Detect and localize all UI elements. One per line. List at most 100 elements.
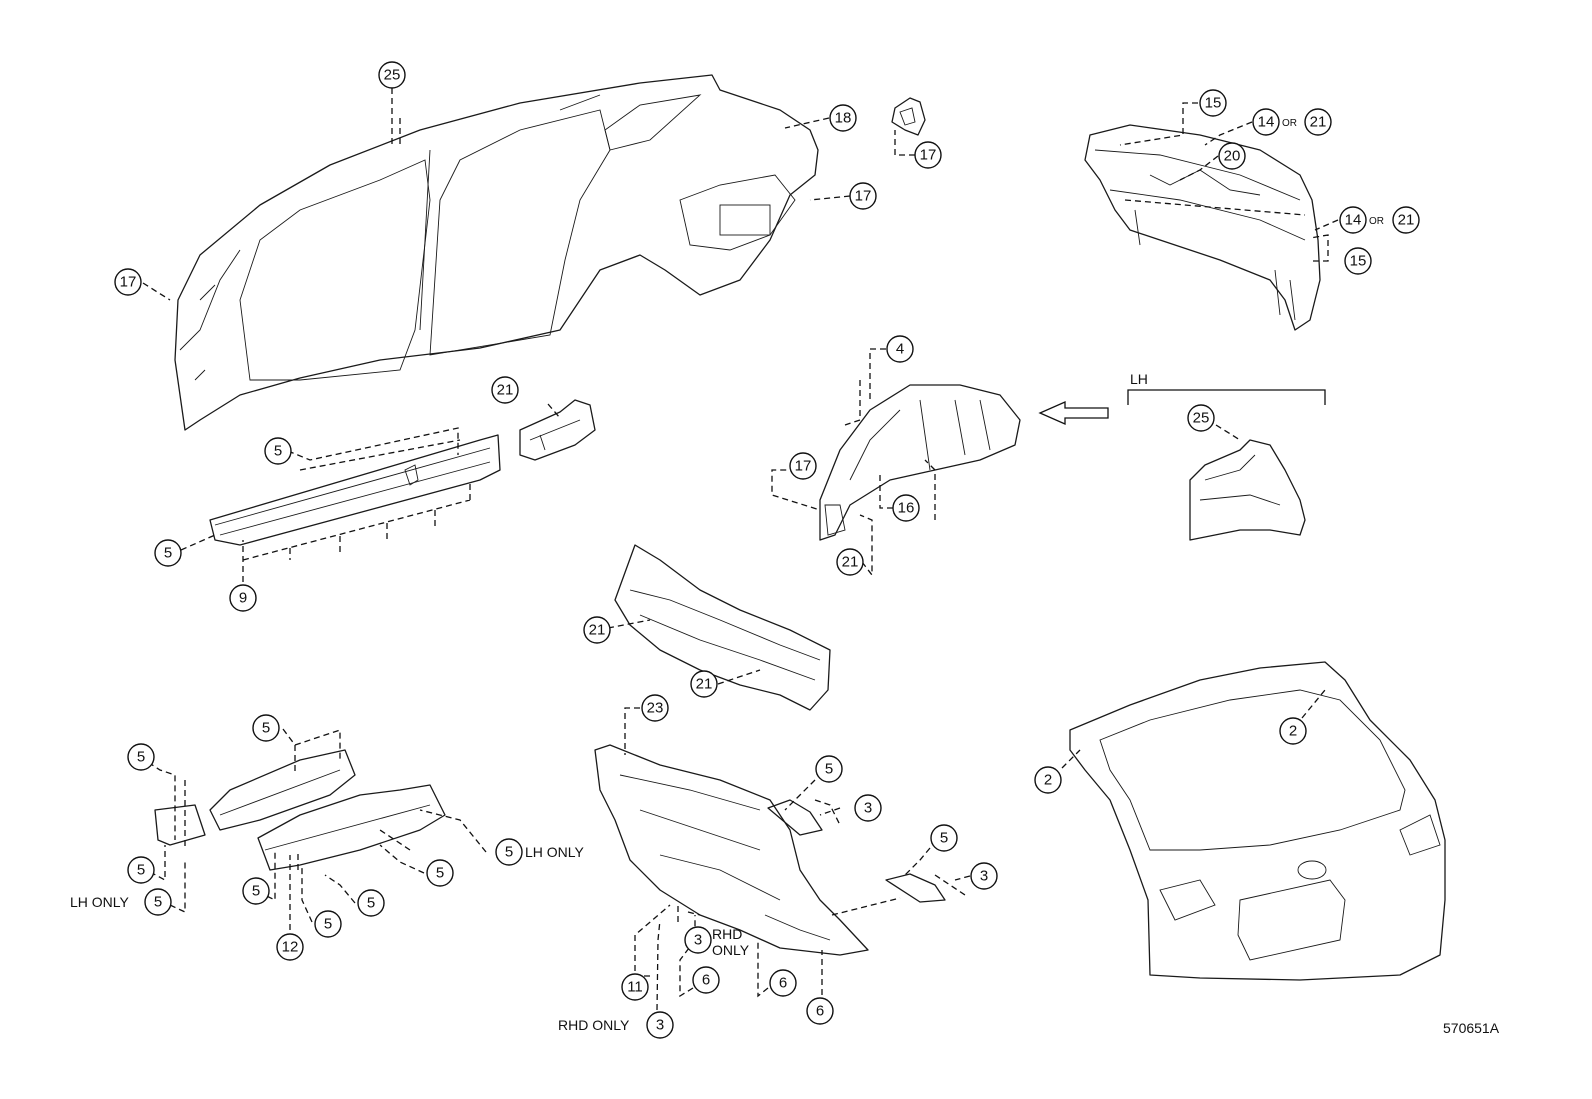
callout-5-left-mid: 5 bbox=[127, 856, 155, 884]
svg-text:14: 14 bbox=[1345, 212, 1362, 229]
callout-16: 16 bbox=[892, 494, 920, 522]
callout-6-right: 6 bbox=[806, 997, 834, 1025]
svg-text:5: 5 bbox=[436, 865, 444, 882]
callout-17-quarter: 17 bbox=[849, 182, 877, 210]
callout-17-front: 17 bbox=[114, 268, 142, 296]
svg-text:20: 20 bbox=[1224, 148, 1241, 165]
callout-14-top: 14 bbox=[1252, 108, 1280, 136]
callout-6-left: 6 bbox=[692, 966, 720, 994]
svg-text:15: 15 bbox=[1205, 95, 1222, 112]
callout-5-member-top: 5 bbox=[252, 714, 280, 742]
callout-15-top: 15 bbox=[1199, 89, 1227, 117]
rhd-only-note-bottom: RHD ONLY bbox=[558, 1017, 630, 1033]
svg-text:3: 3 bbox=[980, 868, 988, 885]
callout-17-bracket: 17 bbox=[914, 141, 942, 169]
callout-21-wheelhouse: 21 bbox=[836, 548, 864, 576]
callout-5-member-lower-right: 5 bbox=[357, 889, 385, 917]
svg-text:21: 21 bbox=[497, 382, 514, 399]
lh-inset-drawing bbox=[1189, 439, 1306, 541]
svg-text:2: 2 bbox=[1044, 772, 1052, 789]
callout-12: 12 bbox=[276, 933, 304, 961]
side-panel-drawing bbox=[174, 74, 819, 431]
svg-text:21: 21 bbox=[842, 554, 859, 571]
svg-text:6: 6 bbox=[702, 972, 710, 989]
callout-5-lh-only-right: 5 bbox=[495, 838, 523, 866]
svg-text:17: 17 bbox=[120, 274, 137, 291]
svg-text:5: 5 bbox=[940, 830, 948, 847]
lh-view-bracket bbox=[1127, 389, 1326, 405]
callout-5-member-lower-left: 5 bbox=[242, 877, 270, 905]
svg-text:4: 4 bbox=[896, 341, 904, 358]
svg-text:3: 3 bbox=[656, 1017, 664, 1034]
callout-21-top: 21 bbox=[1304, 108, 1332, 136]
callout-9: 9 bbox=[229, 584, 257, 612]
svg-text:3: 3 bbox=[694, 932, 702, 949]
cowl-panel-drawing bbox=[614, 544, 831, 711]
svg-text:21: 21 bbox=[696, 676, 713, 693]
svg-text:5: 5 bbox=[505, 844, 513, 861]
svg-text:5: 5 bbox=[137, 862, 145, 879]
callout-21-right: 21 bbox=[1392, 206, 1420, 234]
lh-only-note-left: LH ONLY bbox=[70, 894, 130, 910]
svg-text:25: 25 bbox=[1193, 410, 1210, 427]
svg-text:17: 17 bbox=[920, 147, 937, 164]
small-bracket-drawing bbox=[891, 97, 926, 136]
callout-20: 20 bbox=[1218, 142, 1246, 170]
wheel-house-drawing bbox=[819, 384, 1021, 541]
callout-5-gusset-top: 5 bbox=[815, 755, 843, 783]
svg-text:5: 5 bbox=[825, 761, 833, 778]
svg-text:12: 12 bbox=[282, 939, 299, 956]
back-panel-drawing bbox=[1084, 124, 1321, 331]
svg-text:25: 25 bbox=[384, 67, 401, 84]
or-label-right: OR bbox=[1369, 216, 1384, 227]
callout-5-left-top: 5 bbox=[127, 743, 155, 771]
svg-text:5: 5 bbox=[164, 545, 172, 562]
svg-text:16: 16 bbox=[898, 500, 915, 517]
callout-3-gusset-lower: 3 bbox=[970, 862, 998, 890]
rhd-note-line2: ONLY bbox=[712, 942, 750, 958]
lh-view-label: LH bbox=[1130, 371, 1148, 387]
callout-23: 23 bbox=[641, 694, 669, 722]
svg-text:21: 21 bbox=[589, 622, 606, 639]
callout-5-rocker-top: 5 bbox=[264, 437, 292, 465]
svg-text:23: 23 bbox=[647, 700, 664, 717]
callout-3-rhd: 3 bbox=[684, 926, 712, 954]
svg-text:9: 9 bbox=[239, 590, 247, 607]
callout-25-lh: 25 bbox=[1187, 404, 1215, 432]
callout-5-lh-only-left: 5 bbox=[144, 888, 172, 916]
back-door-drawing bbox=[1069, 661, 1446, 981]
svg-text:5: 5 bbox=[274, 443, 282, 460]
svg-text:17: 17 bbox=[855, 188, 872, 205]
small-gusset-drawing bbox=[767, 799, 946, 903]
callout-5-member-lower-mid: 5 bbox=[314, 910, 342, 938]
svg-text:6: 6 bbox=[816, 1003, 824, 1020]
callout-6-mid: 6 bbox=[769, 969, 797, 997]
callout-21-cowl-left: 21 bbox=[583, 616, 611, 644]
callout-15-right: 15 bbox=[1344, 247, 1372, 275]
front-side-member-drawing bbox=[154, 749, 446, 871]
svg-text:6: 6 bbox=[779, 975, 787, 992]
view-arrow bbox=[1038, 401, 1109, 425]
callout-14-right: 14 bbox=[1339, 206, 1367, 234]
callout-18: 18 bbox=[829, 104, 857, 132]
svg-text:15: 15 bbox=[1350, 253, 1367, 270]
rhd-note-line1: RHD bbox=[712, 926, 742, 942]
callout-2-left: 2 bbox=[1034, 766, 1062, 794]
svg-text:11: 11 bbox=[627, 979, 643, 996]
rocker-panel-drawing bbox=[209, 434, 501, 546]
svg-text:14: 14 bbox=[1258, 114, 1275, 131]
svg-text:5: 5 bbox=[137, 749, 145, 766]
svg-text:21: 21 bbox=[1398, 212, 1415, 229]
svg-text:5: 5 bbox=[262, 720, 270, 737]
figure-id: 570651A bbox=[1443, 1020, 1500, 1036]
callout-21-reinforcement: 21 bbox=[491, 376, 519, 404]
reinforcement-drawing bbox=[519, 399, 596, 461]
svg-text:17: 17 bbox=[795, 458, 812, 475]
callout-3-rhd-only-bottom: 3 bbox=[646, 1011, 674, 1039]
svg-text:21: 21 bbox=[1310, 114, 1327, 131]
callout-2-right: 2 bbox=[1279, 717, 1307, 745]
svg-text:5: 5 bbox=[367, 895, 375, 912]
leader-lines bbox=[139, 88, 1339, 1011]
callout-21-cowl-bottom: 21 bbox=[690, 670, 718, 698]
